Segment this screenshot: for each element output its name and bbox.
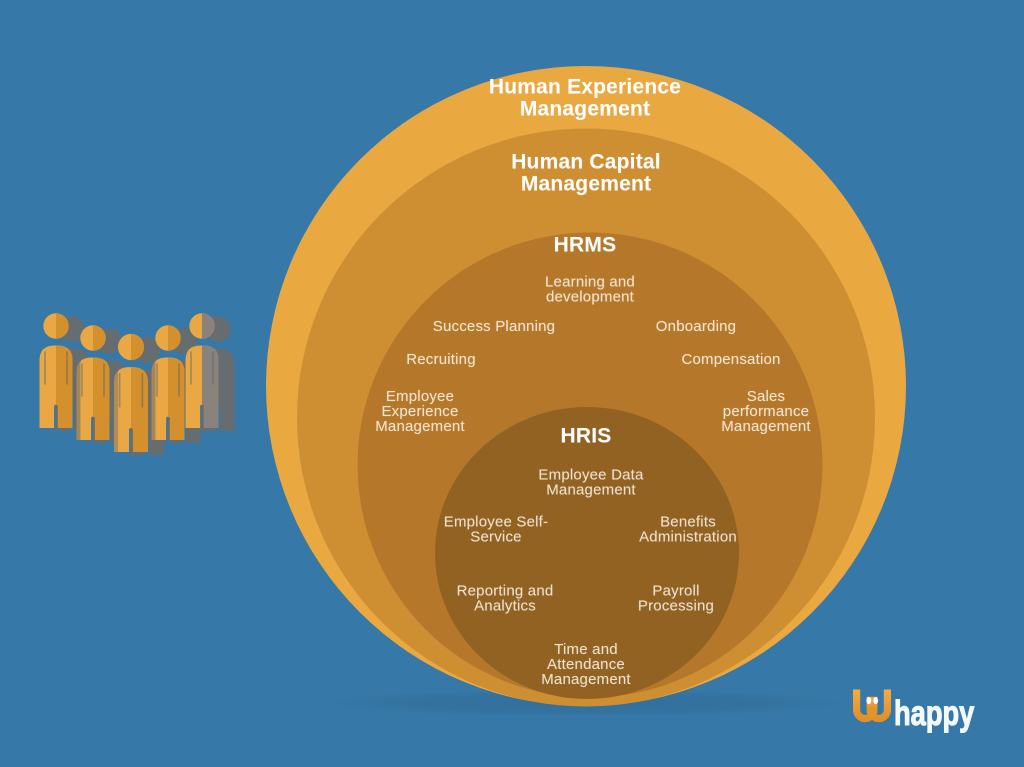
logo-wordmark: happy <box>894 694 975 733</box>
hris-item-reporting-and-analytics: Reporting and Analytics <box>456 582 554 615</box>
hris-item-payroll-processing: Payroll Processing <box>637 582 715 615</box>
hrms-item-sales-performance-management: Sales performance Management <box>721 388 811 435</box>
ring-title-human-experience-management: Human Experience Management <box>488 75 682 120</box>
hrms-item-success-planning: Success Planning <box>432 318 556 335</box>
hris-item-employee-self-service: Employee Self-Service <box>443 513 549 546</box>
people-group-icon <box>39 313 235 456</box>
hrms-item-onboarding: Onboarding <box>655 318 737 335</box>
ring-title-hris: HRIS <box>560 424 612 448</box>
person-figure <box>76 325 110 440</box>
hrms-item-compensation: Compensation <box>681 351 781 368</box>
person-figure <box>185 313 219 428</box>
whappy-logo: happy <box>853 689 975 733</box>
hrms-item-recruiting: Recruiting <box>406 351 476 368</box>
hris-item-employee-data-management: Employee Data Management <box>538 466 644 499</box>
hrms-item-employee-experience-management: Employee Experience Management <box>375 388 465 435</box>
ring-title-hrms: HRMS <box>553 233 617 257</box>
person-figure <box>114 333 148 453</box>
w-smiley-icon <box>853 689 891 723</box>
smiley-right-eye <box>873 697 879 705</box>
smiley-left-eye <box>866 697 872 705</box>
hris-item-benefits-administration: Benefits Administration <box>639 513 737 546</box>
ring-title-human-capital-management: Human Capital Management <box>511 150 661 195</box>
ring-hris <box>435 407 739 699</box>
hris-item-time-and-attendance-management: Time and Attendance Management <box>541 641 631 688</box>
hrms-item-learning-and-development: Learning and development <box>545 273 635 306</box>
person-figure <box>151 325 185 440</box>
person-figure <box>39 313 73 428</box>
